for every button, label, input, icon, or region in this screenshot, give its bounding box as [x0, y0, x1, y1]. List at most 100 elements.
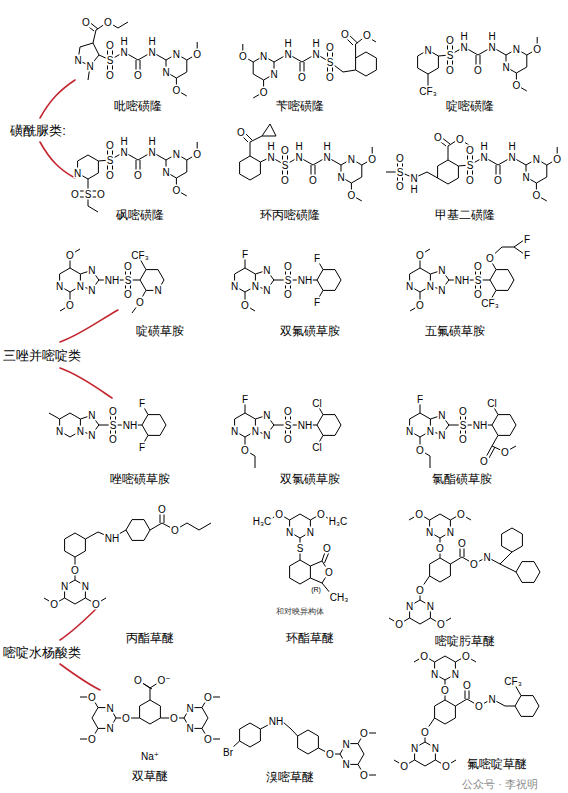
atom-label: O: [479, 456, 489, 467]
atom-label: O: [394, 619, 404, 630]
atom-label: CH₃: [329, 592, 350, 603]
atom-label: O: [445, 65, 455, 76]
atom-label: O: [395, 181, 405, 192]
atom-label: N: [76, 281, 85, 292]
bond-line: [126, 681, 174, 718]
bond-line: [60, 368, 112, 398]
category-bracket: [40, 80, 118, 690]
compound-name: 双氟磺草胺: [280, 324, 340, 338]
bond-line: [435, 700, 456, 724]
atom-label: O: [283, 261, 293, 272]
atom-label: O: [473, 65, 483, 76]
atom-label: NH: [104, 275, 120, 286]
atom-label: N: [172, 49, 181, 60]
atom-label: N: [409, 173, 418, 184]
atom-label: O: [81, 17, 91, 28]
atom-label: N: [311, 49, 320, 60]
atom-label: O: [340, 29, 350, 40]
atom-label: N: [147, 47, 156, 58]
atom-label: O: [433, 132, 443, 143]
compound-name: 唑嘧磺草胺: [110, 472, 170, 486]
atom-label: O⁻: [156, 675, 171, 686]
atom-label: N: [459, 42, 468, 53]
atom-label: O: [105, 40, 115, 51]
atom-label: N: [437, 265, 446, 276]
category-label: 三唑并嘧啶类: [3, 348, 81, 363]
atom-label: O: [169, 713, 179, 724]
atom-label: S: [296, 543, 305, 554]
category-label: 磺酰脲类:: [10, 123, 66, 138]
atom-label: O: [324, 567, 334, 578]
atom-label: O: [415, 585, 425, 596]
atom-label: F: [313, 253, 321, 264]
atom-label: O: [512, 80, 522, 91]
atom-label: N: [479, 152, 488, 163]
atom-label: N: [423, 45, 432, 56]
atom-label: N: [81, 581, 90, 592]
bond-line: [410, 240, 524, 311]
atom-label: N: [119, 147, 128, 158]
atom-label: O: [203, 734, 213, 745]
category-label: 嘧啶水杨酸类: [3, 645, 81, 660]
note-text: 和对映异构体: [276, 607, 324, 617]
atom-label: N: [85, 61, 94, 72]
bond-line: [60, 664, 100, 690]
atom-label: H: [147, 36, 156, 47]
atom-label: N: [430, 669, 439, 680]
atom-label: O: [108, 434, 118, 445]
atom-label: S: [474, 275, 483, 286]
bond-line: [410, 259, 514, 301]
bond-line: [243, 44, 333, 98]
bond-line: [40, 142, 75, 178]
atom-label: N: [161, 67, 170, 78]
atom-label: O: [435, 543, 445, 554]
atom-label: N: [507, 152, 516, 163]
atom-label: O: [532, 190, 542, 201]
atom-label: O: [203, 692, 213, 703]
atom-label: N: [426, 281, 435, 292]
atom-label: Cl: [311, 442, 322, 453]
atom-label: H: [119, 136, 128, 147]
atom-label: Cl: [311, 398, 322, 409]
atom-label: O: [133, 170, 143, 181]
bond-line: [430, 558, 451, 582]
atom-label: Br: [222, 747, 234, 758]
atom-label: O: [87, 734, 97, 745]
atom-label: O: [65, 300, 75, 311]
atom-label: O: [121, 713, 131, 724]
atom-label: N: [322, 152, 331, 163]
atom-label: N: [251, 281, 260, 292]
atom-label: S: [109, 420, 118, 431]
atom-label: O: [458, 406, 468, 417]
atom-label: O: [280, 175, 290, 186]
bond-line: [140, 700, 161, 724]
atom-label: O: [49, 599, 59, 610]
atom-label: N: [336, 172, 345, 183]
atom-label: N: [230, 281, 239, 292]
atom-label: O: [359, 728, 369, 739]
atom-label: O: [274, 509, 284, 520]
atom-label: N: [437, 429, 446, 440]
atom-label: NH: [122, 420, 138, 431]
atom-label: O: [552, 154, 562, 165]
atom-label: N: [147, 147, 156, 158]
watermark: 公众号 · 李祝明: [462, 778, 538, 791]
atom-label: N: [259, 51, 268, 62]
atom-label: H: [119, 36, 128, 47]
atom-label: F: [241, 394, 249, 405]
bond-line: [60, 249, 140, 313]
compound-name: 啶嘧磺隆: [446, 99, 494, 113]
atom-label: N: [55, 426, 64, 437]
atom-label: N: [487, 694, 496, 705]
compound-name: 氟嘧啶草醚: [467, 757, 527, 771]
atom-label: H: [487, 31, 496, 42]
bond-line: [515, 696, 539, 717]
compound-name: 溴嘧草醚: [266, 770, 314, 784]
atom-label: F: [313, 297, 321, 308]
atom-label: N: [426, 426, 435, 437]
bond-line: [290, 560, 311, 584]
atom-label: O: [458, 434, 468, 445]
atom-label: N: [87, 284, 96, 295]
bond-line: [330, 733, 376, 775]
